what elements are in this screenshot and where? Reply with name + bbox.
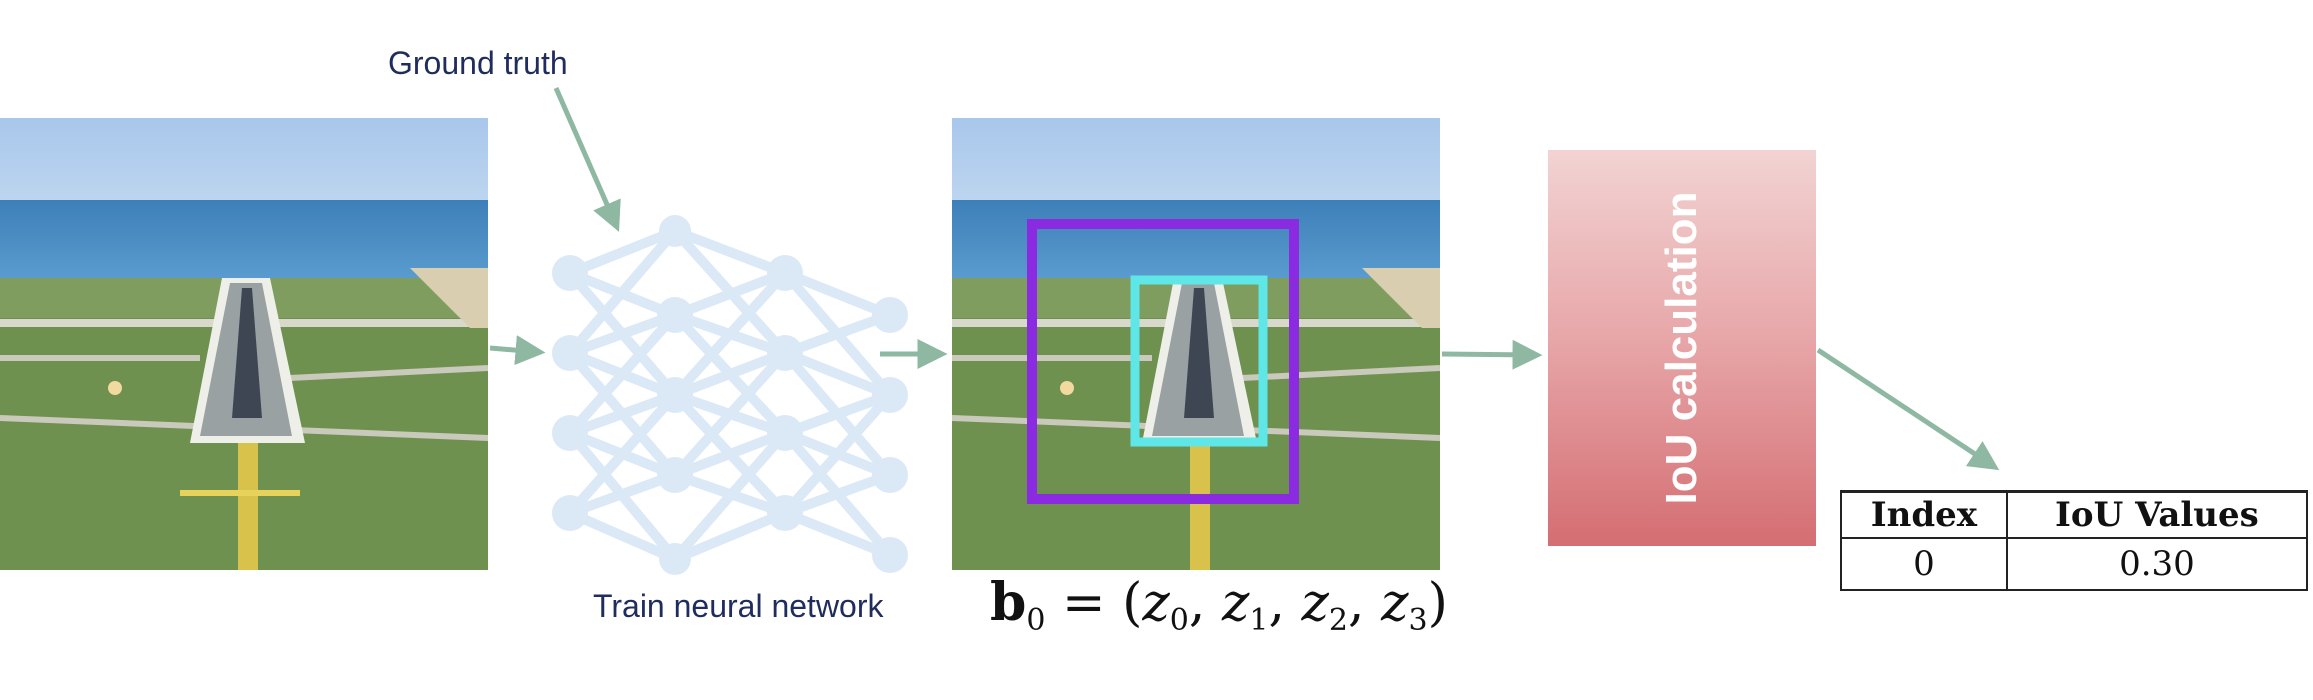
table-cell-index: 0 xyxy=(1840,537,2008,591)
formula-vector: b xyxy=(990,572,1027,633)
network-edges xyxy=(566,226,894,564)
table-header-row: Index IoU Values xyxy=(1840,490,2309,539)
neural-network-graphic xyxy=(552,215,908,575)
ground-truth-arrow xyxy=(553,86,621,232)
train-network-label: Train neural network xyxy=(593,588,884,624)
table-header-index: Index xyxy=(1840,490,2008,539)
output-runway-image xyxy=(952,118,1440,570)
network-nodes xyxy=(552,215,908,575)
ground-truth-bounding-box xyxy=(1130,275,1268,447)
input-to-network-arrow xyxy=(489,335,546,366)
table-header-iou-values: IoU Values xyxy=(2005,490,2309,539)
table-row: 0 0.30 xyxy=(1840,537,2309,591)
ground-truth-label: Ground truth xyxy=(388,45,568,81)
input-runway-image xyxy=(0,118,488,570)
iou-calculation-label: IoU calculation xyxy=(1657,191,1706,505)
bounding-box-formula: b0 = (z0, z1, z2, z3) xyxy=(990,572,1448,638)
iou-to-table-arrow xyxy=(1816,347,2000,471)
prediction-bounding-box xyxy=(1027,219,1299,504)
table-cell-iou-value: 0.30 xyxy=(2005,537,2309,591)
output-to-iou-arrow xyxy=(1441,339,1543,370)
iou-results-table: Index IoU Values 0 0.30 xyxy=(1840,490,2309,591)
iou-calculation-box: IoU calculation xyxy=(1548,150,1816,546)
